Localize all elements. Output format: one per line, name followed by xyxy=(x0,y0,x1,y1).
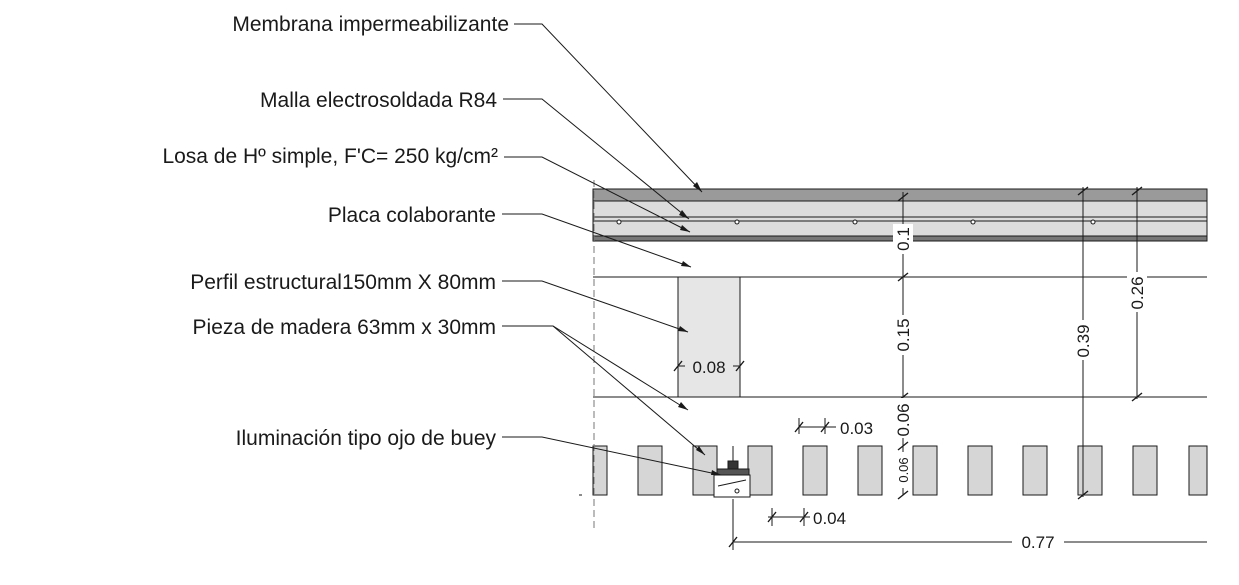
structural-profile xyxy=(677,276,741,398)
wood-slat xyxy=(1132,445,1158,496)
wood-slat xyxy=(692,445,718,496)
arrowhead xyxy=(679,210,689,219)
arrowhead xyxy=(680,225,690,232)
dim-0-08: 0.08 xyxy=(692,358,725,377)
rebar-dot xyxy=(1090,219,1096,225)
dim-tick xyxy=(794,421,804,433)
wood-slat xyxy=(802,445,828,496)
dim-text-bg xyxy=(893,398,913,438)
dim-profile-width: 0.08 xyxy=(673,357,745,377)
dim-0-06-small: 0.06 xyxy=(896,457,911,482)
dim-tick xyxy=(897,272,909,282)
dim-overall-width: 0.77 xyxy=(728,499,1207,552)
fixture-body xyxy=(716,468,750,476)
leader-madera-2 xyxy=(552,325,706,456)
dim-0-39: 0.39 xyxy=(1074,324,1093,357)
arrowhead xyxy=(693,182,702,192)
dim-0-77: 0.77 xyxy=(1021,533,1054,552)
wood-slat xyxy=(747,445,773,496)
arrowhead xyxy=(711,470,721,475)
rebar-dot xyxy=(734,219,740,225)
label-membrana: Membrana impermeabilizante xyxy=(232,13,509,36)
wood-slat xyxy=(857,445,883,496)
dim-0-03: 0.03 xyxy=(840,419,873,438)
rebar-dots xyxy=(616,219,1096,225)
dim-tick xyxy=(897,441,909,451)
dim-tick xyxy=(1077,186,1089,196)
label-losa: Losa de Hº simple, F'C= 250 kg/cm² xyxy=(162,145,498,168)
fixture-driver xyxy=(727,460,739,470)
rebar-dot xyxy=(616,219,622,225)
dim-tick xyxy=(767,511,777,523)
dim-text-bg xyxy=(893,315,913,355)
dim-slat-gap: 0.03 xyxy=(794,418,873,438)
wood-slat xyxy=(1188,445,1208,496)
labels: Membrana impermeabilizante Malla electro… xyxy=(162,13,509,450)
arrowhead xyxy=(681,261,691,267)
dim-tick xyxy=(728,536,738,548)
downlight-fixture xyxy=(713,446,751,498)
rebar-dot xyxy=(852,219,858,225)
leader-losa xyxy=(504,156,691,233)
arrowhead xyxy=(696,446,705,455)
arrowhead xyxy=(678,402,688,410)
dim-tick xyxy=(1131,186,1143,196)
wood-slat xyxy=(637,445,663,496)
wood-slat xyxy=(592,445,608,496)
wood-slat xyxy=(1022,445,1048,496)
leader-iluminacion xyxy=(502,436,722,476)
label-placa: Placa colaborante xyxy=(328,204,496,227)
dim-text-bg xyxy=(893,224,913,254)
dim-0-06: 0.06 xyxy=(894,403,913,436)
label-iluminacion: Iluminación tipo ojo de buey xyxy=(236,427,497,450)
leader-malla xyxy=(503,98,690,220)
wood-slat xyxy=(1077,445,1103,496)
fixture-lens-line xyxy=(717,479,747,487)
leader-lines xyxy=(502,23,722,476)
dim-text-bg xyxy=(1127,272,1147,312)
dim-tick xyxy=(897,490,909,500)
fixture-screw xyxy=(734,488,740,494)
label-perfil: Perfil estructural150mm X 80mm xyxy=(190,271,496,294)
dim-tick xyxy=(897,192,909,202)
leader-placa xyxy=(502,213,692,268)
dim-slat-width: 0.04 xyxy=(767,508,846,528)
dim-tick xyxy=(799,511,809,523)
dim-tick xyxy=(820,421,830,433)
dim-0-1: 0.1 xyxy=(894,227,913,251)
dim-total-height: 0.39 xyxy=(1073,186,1093,500)
dim-0-26: 0.26 xyxy=(1128,276,1147,309)
dim-text-bg xyxy=(895,452,911,488)
rebar-dot xyxy=(970,219,976,225)
dim-0-15: 0.15 xyxy=(894,318,913,351)
dim-slab-beam-height: 0.26 xyxy=(1127,186,1147,402)
label-malla: Malla electrosoldada R84 xyxy=(260,89,497,112)
wood-slat xyxy=(967,445,993,496)
label-madera: Pieza de madera 63mm x 30mm xyxy=(193,316,496,339)
arrowhead xyxy=(678,326,688,332)
fixture-housing xyxy=(713,474,751,498)
dim-text-bg xyxy=(1073,320,1093,360)
dim-text-bg xyxy=(685,357,733,375)
dim-chain-left: 0.1 0.15 0.06 0.06 xyxy=(893,192,913,500)
dim-tick xyxy=(735,360,745,372)
leader-perfil xyxy=(502,280,689,333)
wood-slat xyxy=(912,445,938,496)
dim-text-bg xyxy=(1012,533,1064,551)
leader-membrana xyxy=(514,23,703,193)
dim-0-04: 0.04 xyxy=(813,509,846,528)
dim-tick xyxy=(1131,392,1143,402)
dim-tick xyxy=(1077,490,1089,500)
dim-tick xyxy=(673,360,683,372)
